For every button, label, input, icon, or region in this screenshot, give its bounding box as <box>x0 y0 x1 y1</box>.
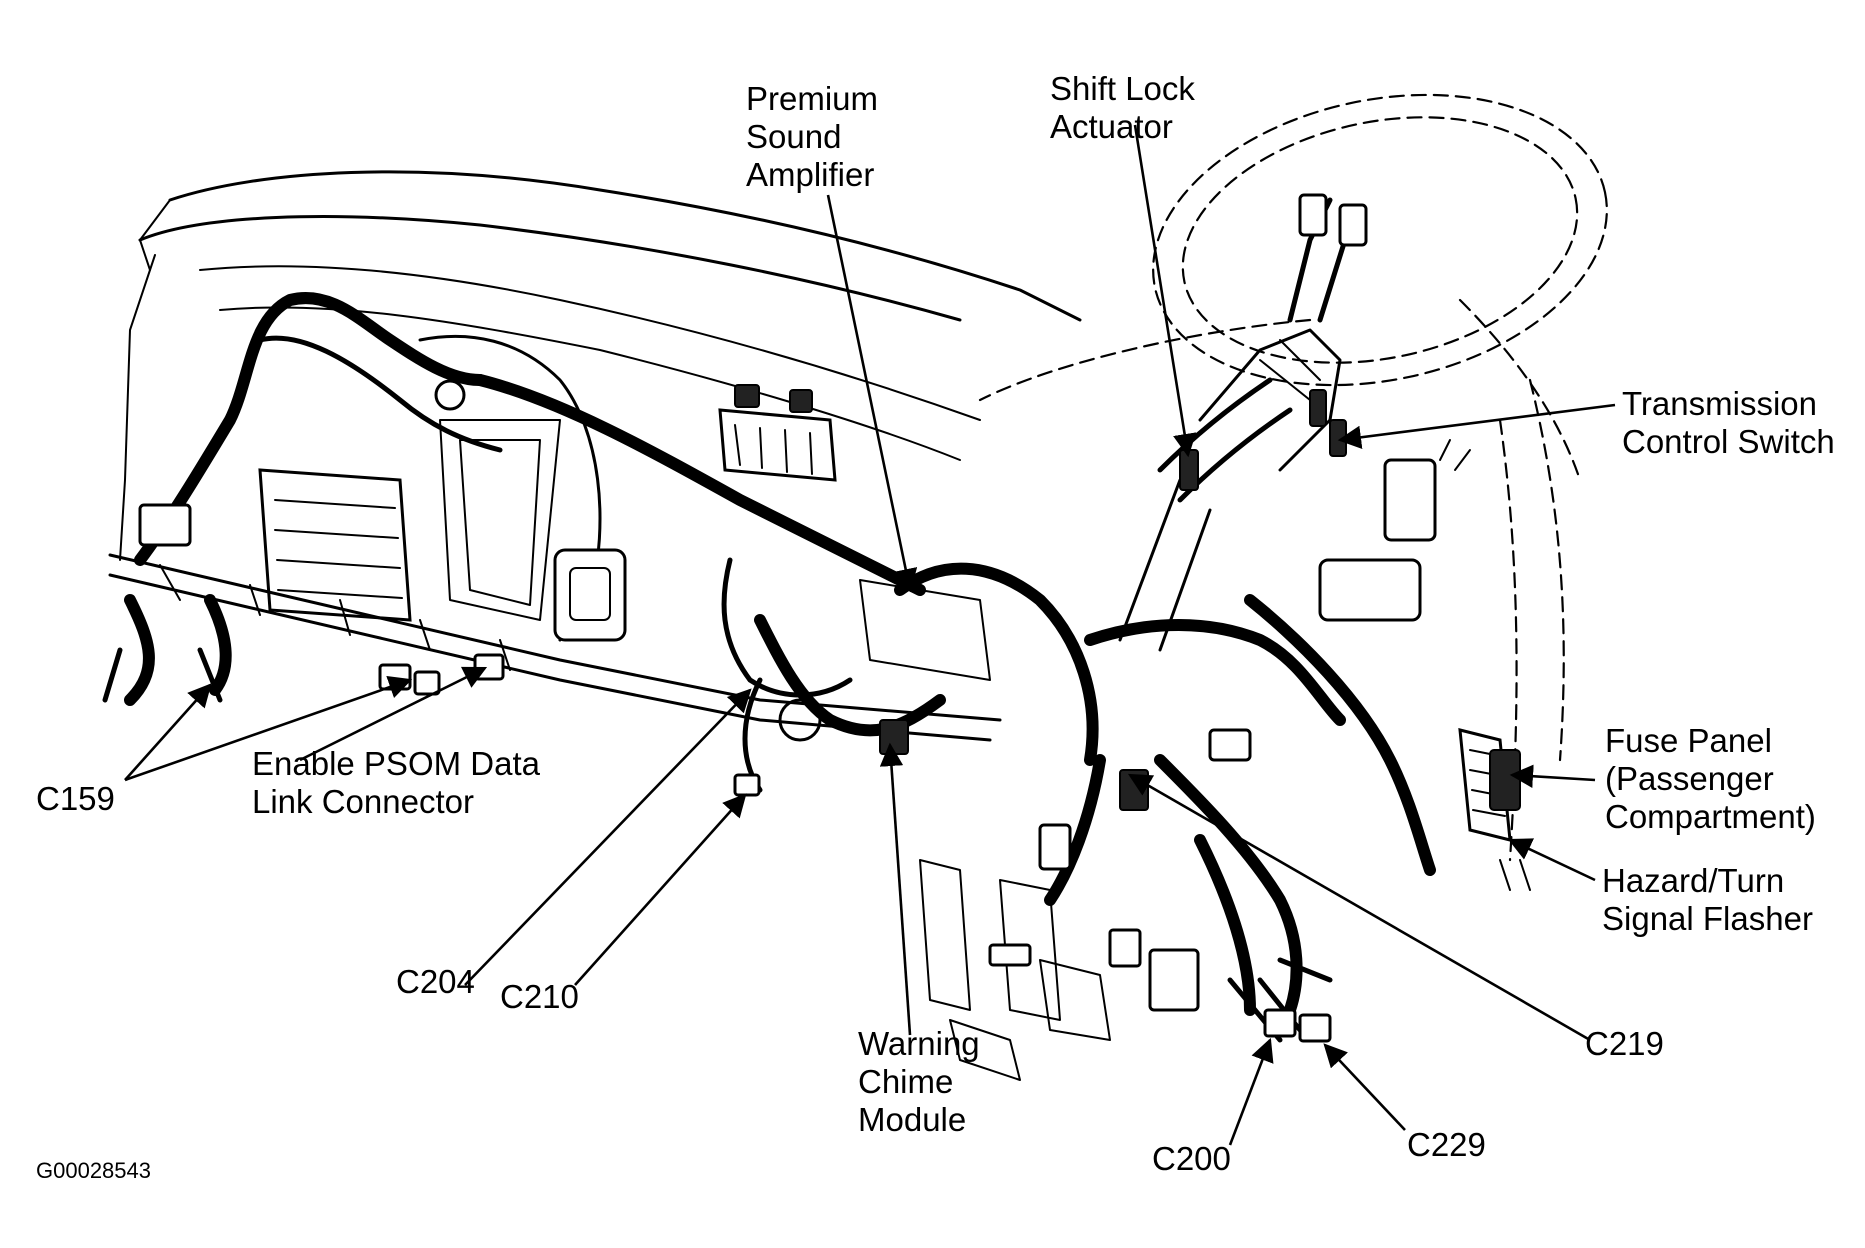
label-premium-sound-amplifier-line2: Sound <box>746 118 841 155</box>
label-c219: C219 <box>1585 1025 1664 1062</box>
label-warning-chime-module-line2: Chime <box>858 1063 953 1100</box>
leader-enable-psom-dlc <box>299 666 488 762</box>
leader-c210 <box>574 793 747 986</box>
label-shift-lock-actuator-line1: Shift Lock <box>1050 70 1195 107</box>
label-transmission-control-switch-line1: Transmission <box>1622 385 1817 422</box>
label-c229: C229 <box>1407 1126 1486 1163</box>
leader-c159-a <box>124 683 212 781</box>
leader-lines <box>124 124 1616 1146</box>
label-enable-psom-dlc-line1: Enable PSOM Data <box>252 745 541 782</box>
callout-labels: Premium Sound Amplifier Shift Lock Actua… <box>36 70 1835 1183</box>
label-shift-lock-actuator-line2: Actuator <box>1050 108 1173 145</box>
leader-transmission-control-switch <box>1337 403 1616 449</box>
label-fuse-panel-line3: Compartment) <box>1605 798 1816 835</box>
label-c204: C204 <box>396 963 475 1000</box>
leader-c204 <box>464 688 752 986</box>
leader-warning-chime-module <box>879 742 912 1036</box>
leader-fuse-panel <box>1509 764 1596 788</box>
figure-id: G00028543 <box>36 1158 151 1183</box>
label-warning-chime-module-line1: Warning <box>858 1025 980 1062</box>
leader-shift-lock-actuator <box>1133 124 1197 458</box>
label-hazard-turn-signal-flasher-line2: Signal Flasher <box>1602 900 1813 937</box>
label-transmission-control-switch-line2: Control Switch <box>1622 423 1835 460</box>
leader-hazard-turn-signal-flasher <box>1507 838 1596 882</box>
leader-premium-sound-amplifier <box>826 194 918 593</box>
instrument-panel-artwork <box>102 93 1608 1081</box>
leader-c159-b <box>124 675 413 782</box>
label-premium-sound-amplifier-line3: Amplifier <box>746 156 874 193</box>
label-warning-chime-module-line3: Module <box>858 1101 966 1138</box>
label-fuse-panel-line2: (Passenger <box>1605 760 1774 797</box>
leader-c200 <box>1228 1037 1274 1146</box>
label-c159: C159 <box>36 780 115 817</box>
leader-c229 <box>1323 1043 1406 1131</box>
label-premium-sound-amplifier-line1: Premium <box>746 80 878 117</box>
label-c200: C200 <box>1152 1140 1231 1177</box>
label-c210: C210 <box>500 978 579 1015</box>
leader-c219 <box>1127 773 1591 1042</box>
label-hazard-turn-signal-flasher-line1: Hazard/Turn <box>1602 862 1784 899</box>
label-enable-psom-dlc-line2: Link Connector <box>252 783 474 820</box>
label-fuse-panel-line1: Fuse Panel <box>1605 722 1772 759</box>
